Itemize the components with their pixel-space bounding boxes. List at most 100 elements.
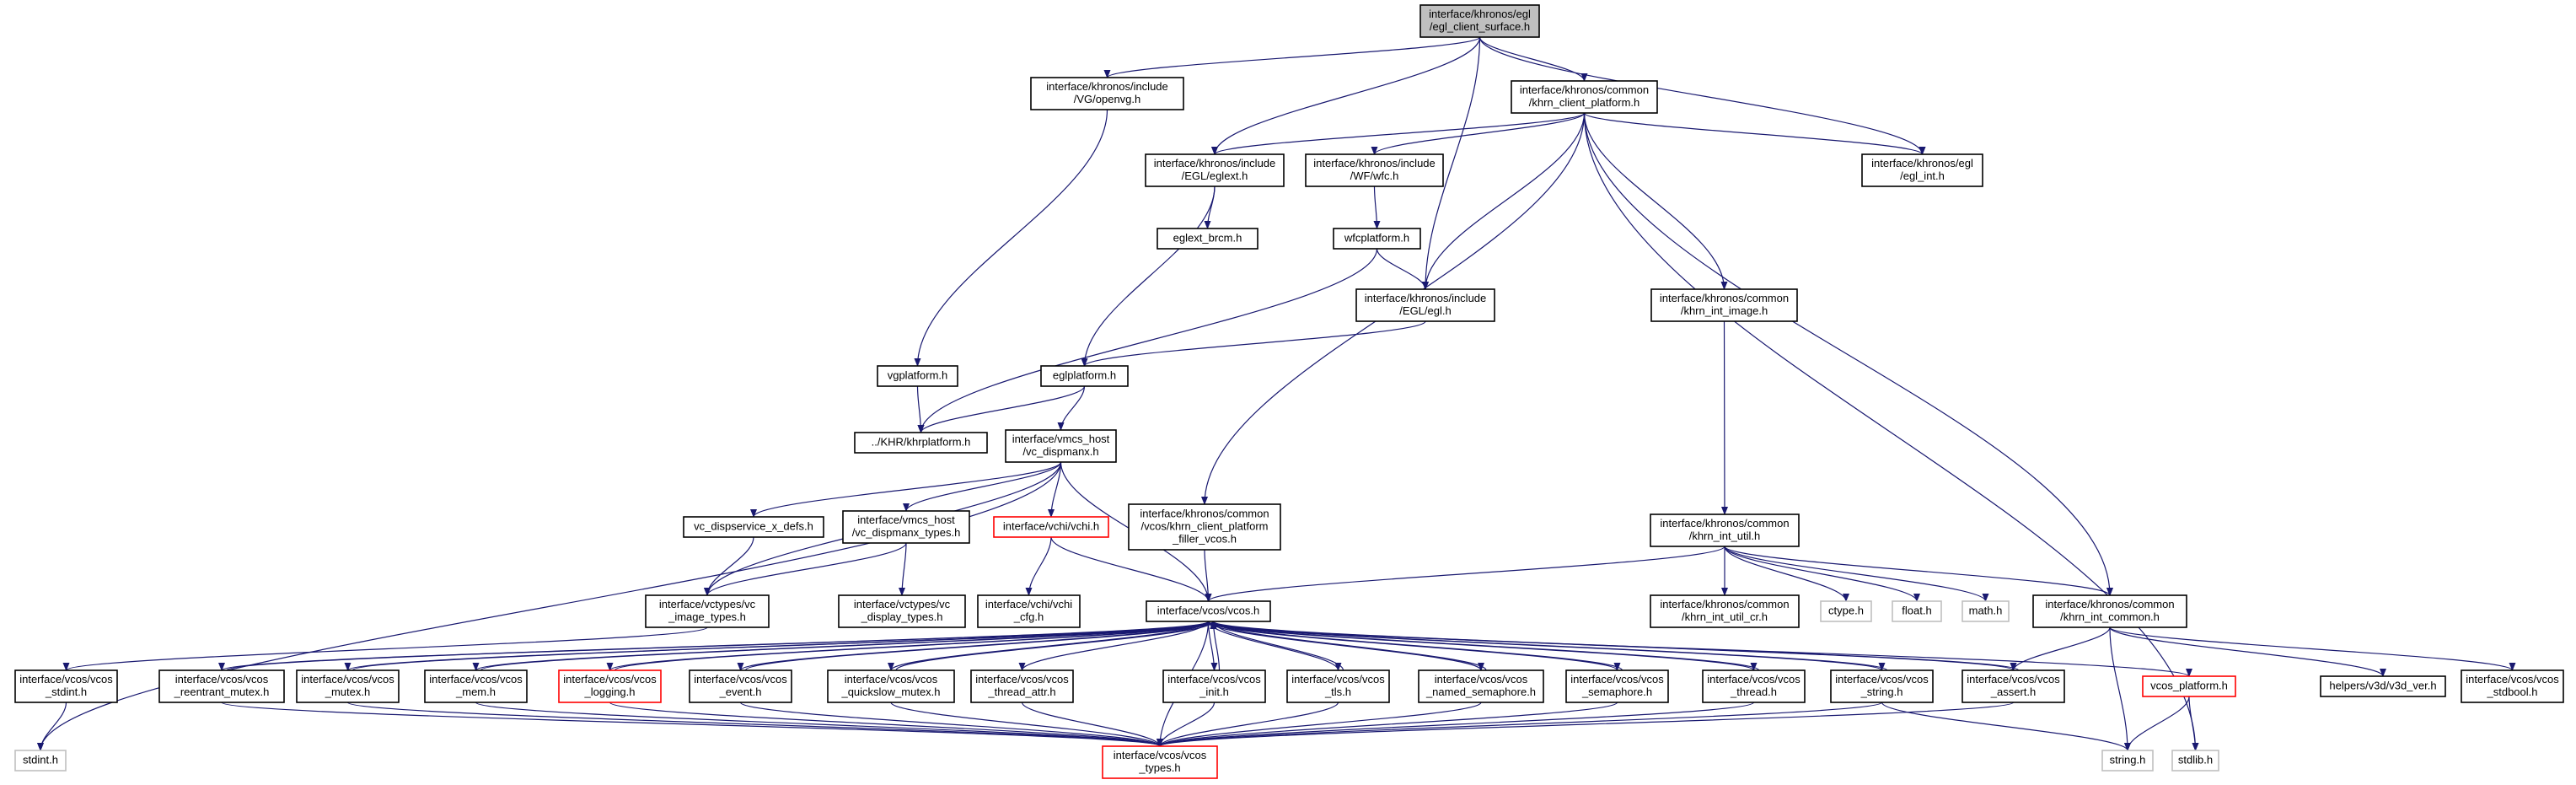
- node-khrn-client-platform[interactable]: interface/khronos/common/khrn_client_pla…: [1511, 80, 1658, 114]
- node-quickslow-mutex[interactable]: interface/vcos/vcos_quickslow_mutex.h: [827, 669, 955, 703]
- node-box: [1145, 153, 1285, 187]
- node-vcos-assert[interactable]: interface/vcos/vcos_assert.h: [1962, 669, 2065, 703]
- node-box: [993, 516, 1109, 538]
- node-label: interface/vcos/vcos: [1114, 749, 1207, 761]
- node-vcos-event[interactable]: interface/vcos/vcos_event.h: [689, 669, 792, 703]
- node-label: _display_types.h: [861, 610, 943, 623]
- node-thread-attr[interactable]: interface/vcos/vcos_thread_attr.h: [970, 669, 1074, 703]
- edge-khrn_client_platform-to-eglext: [1211, 112, 1586, 155]
- node-khrn-int-image[interactable]: interface/khronos/common/khrn_int_image.…: [1650, 288, 1798, 322]
- node-vcos-string[interactable]: interface/vcos/vcos_string.h: [1830, 669, 1934, 703]
- node-box: [2032, 594, 2187, 628]
- edge-vcos_string-to-vcos_h: [1210, 621, 1888, 671]
- node-vcos-thread[interactable]: interface/vcos/vcos_thread.h: [1702, 669, 1806, 703]
- node-vcos-tls[interactable]: interface/vcos/vcos_tls.h: [1286, 669, 1390, 703]
- node-box: [424, 669, 528, 703]
- edge-vc_dispmanx-to-vc_dispmanx_types: [903, 461, 1062, 512]
- node-khrn-int-util-cr[interactable]: interface/khronos/common/khrn_int_util_c…: [1650, 594, 1800, 628]
- node-vc-dispmanx[interactable]: interface/vmcs_host/vc_dispmanx.h: [1005, 429, 1117, 463]
- node-vchi[interactable]: interface/vchi/vchi.h: [993, 516, 1109, 538]
- node-vcos-stdbool[interactable]: interface/vcos/vcos_stdbool.h: [2461, 669, 2564, 703]
- node-eglext[interactable]: interface/khronos/include/EGL/eglext.h: [1145, 153, 1285, 187]
- node-string-h: string.h: [2101, 750, 2154, 772]
- node-vcos-logging[interactable]: interface/vcos/vcos_logging.h: [558, 669, 662, 703]
- node-egl-int[interactable]: interface/khronos/egl/egl_int.h: [1861, 153, 1983, 187]
- node-label: _types.h: [1138, 761, 1180, 774]
- edge-khrn_int_util-to-khrn_int_common: [1724, 546, 2113, 596]
- node-label: interface/khronos/egl: [1429, 8, 1531, 20]
- node-named-semaphore[interactable]: interface/vcos/vcos_named_semaphore.h: [1418, 669, 1544, 703]
- node-label: interface/vctypes/vc: [854, 598, 951, 610]
- node-khrn-int-util[interactable]: interface/khronos/common/khrn_int_util.h: [1650, 513, 1800, 547]
- node-box: [877, 365, 958, 387]
- node-vcos-mem[interactable]: interface/vcos/vcos_mem.h: [424, 669, 528, 703]
- node-eglext-brcm[interactable]: eglext_brcm.h: [1157, 228, 1258, 250]
- node-box: [2461, 669, 2564, 703]
- node-label: _quickslow_mutex.h: [840, 686, 940, 698]
- node-wfc[interactable]: interface/khronos/include/WF/wfc.h: [1305, 153, 1444, 187]
- node-label: interface/vcos/vcos: [1967, 673, 2060, 686]
- node-box: [1830, 669, 1934, 703]
- node-v3d-ver[interactable]: helpers/v3d/v3d_ver.h: [2320, 675, 2446, 697]
- node-vcos-h[interactable]: interface/vcos/vcos.h: [1146, 600, 1271, 622]
- node-label: /khrn_int_image.h: [1681, 304, 1768, 317]
- edge-vcos_string-to-string_h: [1881, 702, 2131, 751]
- node-vc-dispservice[interactable]: vc_dispservice_x_defs.h: [683, 516, 824, 538]
- node-vcos-types[interactable]: interface/vcos/vcos_types.h: [1102, 745, 1218, 779]
- node-label: _mutex.h: [325, 686, 370, 698]
- node-khrplatform[interactable]: ../KHR/khrplatform.h: [854, 432, 988, 454]
- node-label: interface/khronos/common: [1660, 517, 1789, 530]
- node-vc-dispmanx-types[interactable]: interface/vmcs_host/vc_dispmanx_types.h: [842, 510, 970, 544]
- node-box: [1650, 594, 1800, 628]
- edge-khrn_int_util-to-ctype: [1724, 546, 1849, 602]
- node-vcos-semaphore[interactable]: interface/vcos/vcos_semaphore.h: [1565, 669, 1669, 703]
- edge-eglext-to-eglplatform: [1081, 185, 1216, 367]
- node-wfcplatform[interactable]: wfcplatform.h: [1333, 228, 1421, 250]
- node-label: interface/khronos/common: [1520, 83, 1649, 96]
- node-label: interface/vcos/vcos: [975, 673, 1069, 686]
- node-box: [645, 594, 770, 628]
- node-image-types[interactable]: interface/vctypes/vc_image_types.h: [645, 594, 770, 628]
- node-box: [854, 432, 988, 454]
- edge-khrn_int_common-to-vcos_assert: [2010, 626, 2111, 671]
- node-label: math.h: [1969, 605, 2003, 617]
- node-label: _filler_vcos.h: [1172, 533, 1237, 546]
- node-vcos-mutex[interactable]: interface/vcos/vcos_mutex.h: [296, 669, 400, 703]
- edge-khrn_client_platform-to-egl_h: [1422, 112, 1586, 290]
- edge-thread_attr-to-vcos_types: [1021, 702, 1163, 747]
- edge-eglplatform-to-khrplatform: [917, 385, 1086, 433]
- node-box: [2171, 750, 2219, 772]
- node-eglplatform[interactable]: eglplatform.h: [1040, 365, 1129, 387]
- node-vcos-init[interactable]: interface/vcos/vcos_init.h: [1162, 669, 1266, 703]
- edge-vcos_logging-to-vcos_types: [609, 702, 1163, 747]
- node-egl-h[interactable]: interface/khronos/include/EGL/egl.h: [1355, 288, 1495, 322]
- node-khrn-int-common[interactable]: interface/khronos/common/khrn_int_common…: [2032, 594, 2187, 628]
- node-box: [1962, 600, 2010, 622]
- node-label: _cfg.h: [1013, 610, 1044, 623]
- edge-vc_dispservice-to-image_types: [704, 536, 754, 596]
- edge-filler_vcos-to-vcos_h: [1204, 549, 1212, 602]
- edge-khrn_int_util-to-float: [1724, 546, 1920, 602]
- node-box: [689, 669, 792, 703]
- node-label: /EGL/eglext.h: [1182, 169, 1248, 182]
- node-vcos-stdint[interactable]: interface/vcos/vcos_stdint.h: [14, 669, 118, 703]
- node-openvg[interactable]: interface/khronos/include/VG/openvg.h: [1030, 77, 1184, 110]
- node-reentrant-mutex[interactable]: interface/vcos/vcos_reentrant_mutex.h: [158, 669, 285, 703]
- node-box: [2320, 675, 2446, 697]
- edge-khrn_int_util-to-vcos_h: [1205, 546, 1725, 602]
- node-box: [1861, 153, 1983, 187]
- node-label: _logging.h: [584, 686, 636, 698]
- node-vcos-platform[interactable]: vcos_platform.h: [2142, 675, 2236, 697]
- node-vgplatform[interactable]: vgplatform.h: [877, 365, 958, 387]
- node-label: interface/khronos/common: [1660, 292, 1789, 304]
- edge-vcos_assert-to-vcos_types: [1157, 702, 2015, 747]
- node-box: [970, 669, 1074, 703]
- node-display-types[interactable]: interface/vctypes/vc_display_types.h: [838, 594, 966, 628]
- node-box: [1702, 669, 1806, 703]
- node-vchi-cfg[interactable]: interface/vchi/vchi_cfg.h: [977, 594, 1081, 628]
- node-label: vc_dispservice_x_defs.h: [694, 520, 813, 533]
- node-label: float.h: [1902, 605, 1931, 617]
- node-label: /khrn_int_util.h: [1689, 530, 1761, 542]
- node-label: stdint.h: [23, 754, 58, 766]
- node-filler-vcos[interactable]: interface/khronos/common/vcos/khrn_clien…: [1128, 503, 1281, 551]
